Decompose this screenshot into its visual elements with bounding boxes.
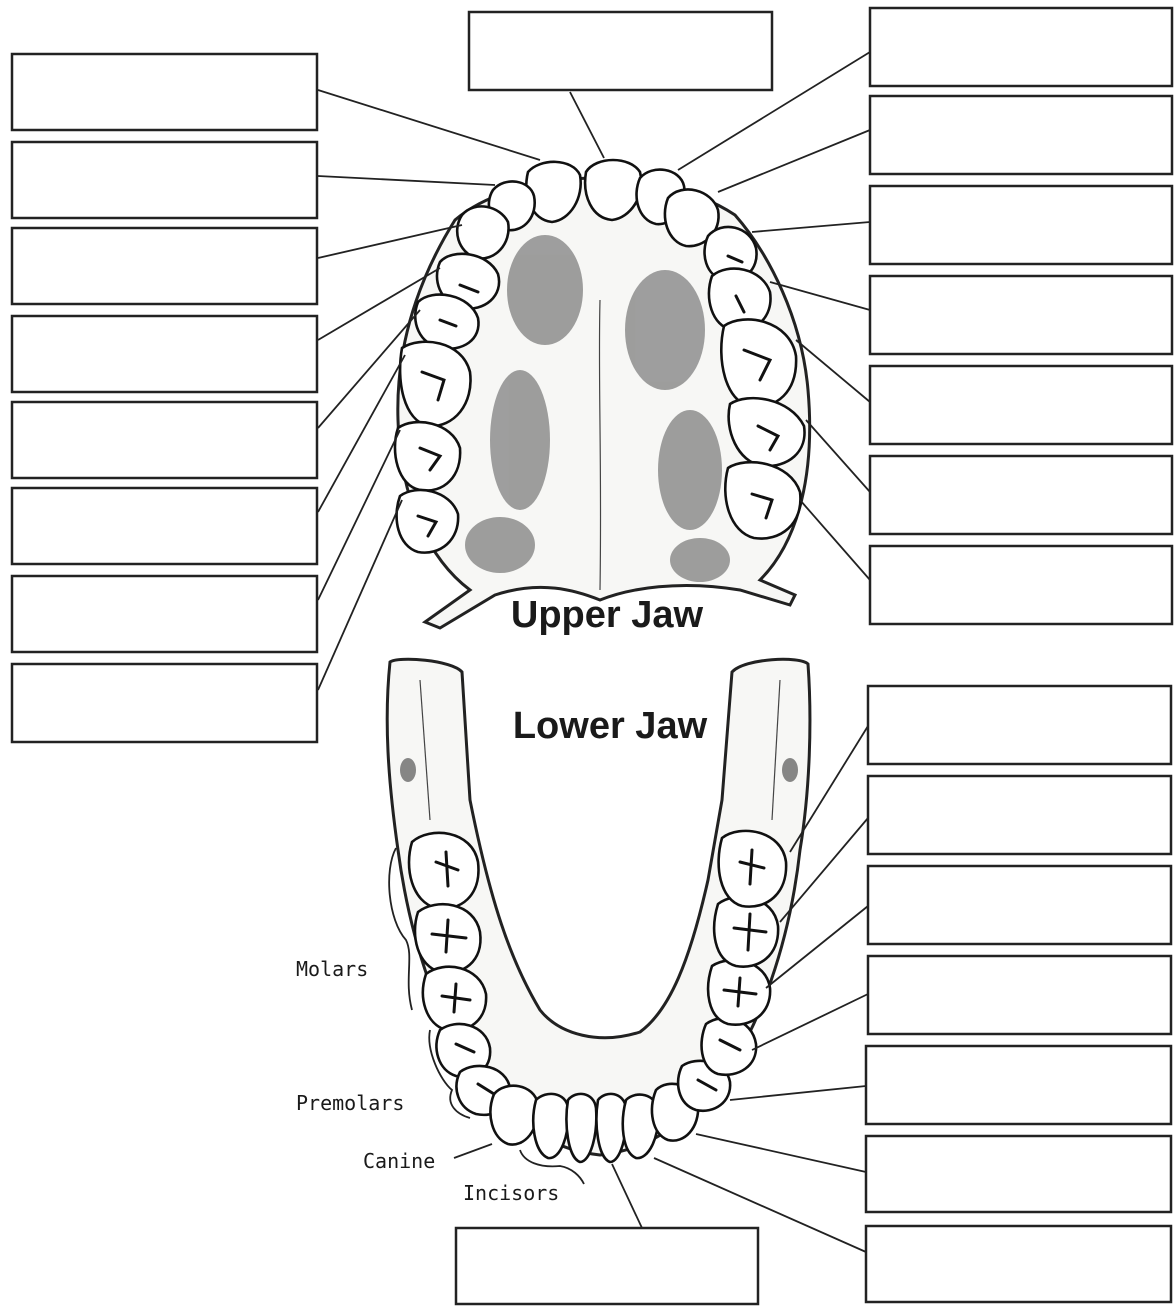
label-box-upper-left-3[interactable] (12, 228, 317, 304)
label-box-upper-left-1[interactable] (12, 54, 317, 130)
label-box-upper-left-2[interactable] (12, 142, 317, 218)
label-box-upper-top[interactable] (469, 12, 772, 90)
label-box-lower-bottom[interactable] (456, 1228, 758, 1304)
label-box-upper-right-6[interactable] (870, 456, 1172, 534)
label-box-upper-right-4[interactable] (870, 276, 1172, 354)
label-box-lower-right-3[interactable] (868, 866, 1171, 944)
label-box-upper-right-2[interactable] (870, 96, 1172, 174)
canine-annotation: Canine (363, 1149, 435, 1173)
label-box-lower-right-7[interactable] (866, 1226, 1171, 1302)
label-box-upper-left-7[interactable] (12, 576, 317, 652)
molars-annotation: Molars (296, 957, 368, 981)
upper-jaw-title: Upper Jaw (511, 594, 704, 636)
label-box-upper-left-4[interactable] (12, 316, 317, 392)
upper-jaw-illustration (395, 160, 810, 628)
canine-pointer (454, 1144, 492, 1158)
label-box-upper-right-5[interactable] (870, 366, 1172, 444)
lower-jaw-title: Lower Jaw (513, 705, 708, 747)
label-box-upper-left-5[interactable] (12, 402, 317, 478)
label-box-upper-left-8[interactable] (12, 664, 317, 742)
label-box-upper-right-7[interactable] (870, 546, 1172, 624)
label-box-upper-right-3[interactable] (870, 186, 1172, 264)
label-box-lower-right-4[interactable] (868, 956, 1171, 1034)
label-box-upper-right-1[interactable] (870, 8, 1172, 86)
label-box-upper-left-6[interactable] (12, 488, 317, 564)
incisors-annotation: Incisors (463, 1181, 559, 1205)
label-box-lower-right-1[interactable] (868, 686, 1171, 764)
label-box-lower-right-2[interactable] (868, 776, 1171, 854)
premolars-annotation: Premolars (296, 1091, 404, 1115)
label-box-lower-right-5[interactable] (866, 1046, 1171, 1124)
label-box-lower-right-6[interactable] (866, 1136, 1171, 1212)
